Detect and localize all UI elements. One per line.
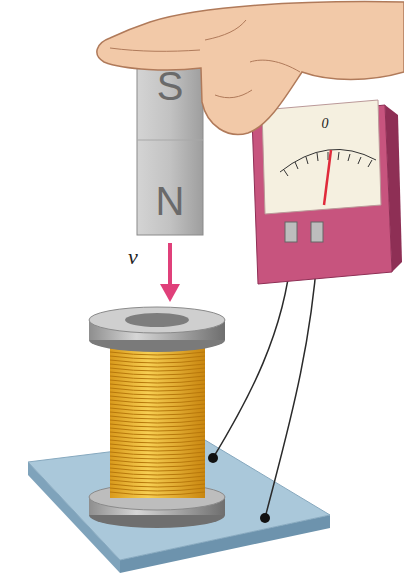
node-text: 0 bbox=[322, 116, 329, 132]
coil-turn bbox=[110, 388, 205, 391]
coil-turn bbox=[110, 372, 205, 375]
bar-magnet-poles: SN bbox=[137, 42, 203, 235]
coil-turn bbox=[110, 432, 205, 435]
coil-turn bbox=[110, 476, 205, 479]
coil-turn bbox=[110, 412, 205, 415]
coil-turn bbox=[110, 408, 205, 411]
coil-turn bbox=[110, 472, 205, 475]
terminal-dot bbox=[260, 513, 270, 523]
coil-turn bbox=[110, 400, 205, 403]
coil-turn bbox=[110, 480, 205, 483]
coil-turn bbox=[110, 356, 205, 359]
coil-turn bbox=[110, 384, 205, 387]
coil-turn bbox=[110, 488, 205, 491]
coil-turn bbox=[110, 440, 205, 443]
coil-turn bbox=[110, 484, 205, 487]
coil-turn bbox=[110, 452, 205, 455]
coil-turn bbox=[110, 436, 205, 439]
coil-turn bbox=[110, 352, 205, 355]
coil-turn bbox=[110, 416, 205, 419]
coil-winding bbox=[110, 340, 205, 498]
bar-magnet bbox=[137, 42, 203, 235]
node-text: N bbox=[156, 179, 185, 223]
galvanometer bbox=[252, 100, 402, 284]
coil-turn bbox=[110, 444, 205, 447]
coil-turn bbox=[110, 404, 205, 407]
coil-turn bbox=[110, 464, 205, 467]
coil-turn bbox=[110, 360, 205, 363]
coil-turn bbox=[110, 460, 205, 463]
coil-turn bbox=[110, 428, 205, 431]
velocity-arrow bbox=[160, 243, 180, 302]
coil-turn bbox=[110, 396, 205, 399]
coil-turn bbox=[110, 468, 205, 471]
coil-turn bbox=[110, 380, 205, 383]
terminal-dot bbox=[208, 453, 218, 463]
coil-turn bbox=[110, 448, 205, 451]
coil-turn bbox=[110, 368, 205, 371]
spool-top-flange bbox=[89, 307, 225, 352]
coil-turn bbox=[110, 392, 205, 395]
coil-turn bbox=[110, 456, 205, 459]
coil-turn bbox=[110, 424, 205, 427]
coil-turn bbox=[110, 376, 205, 379]
velocity-label: v bbox=[128, 244, 138, 270]
coil-turn bbox=[110, 492, 205, 495]
coil-turn bbox=[110, 420, 205, 423]
galvanometer-zero: 0 bbox=[300, 116, 350, 136]
hand bbox=[97, 2, 404, 135]
coil-turn bbox=[110, 364, 205, 367]
node-text: S bbox=[157, 64, 184, 108]
